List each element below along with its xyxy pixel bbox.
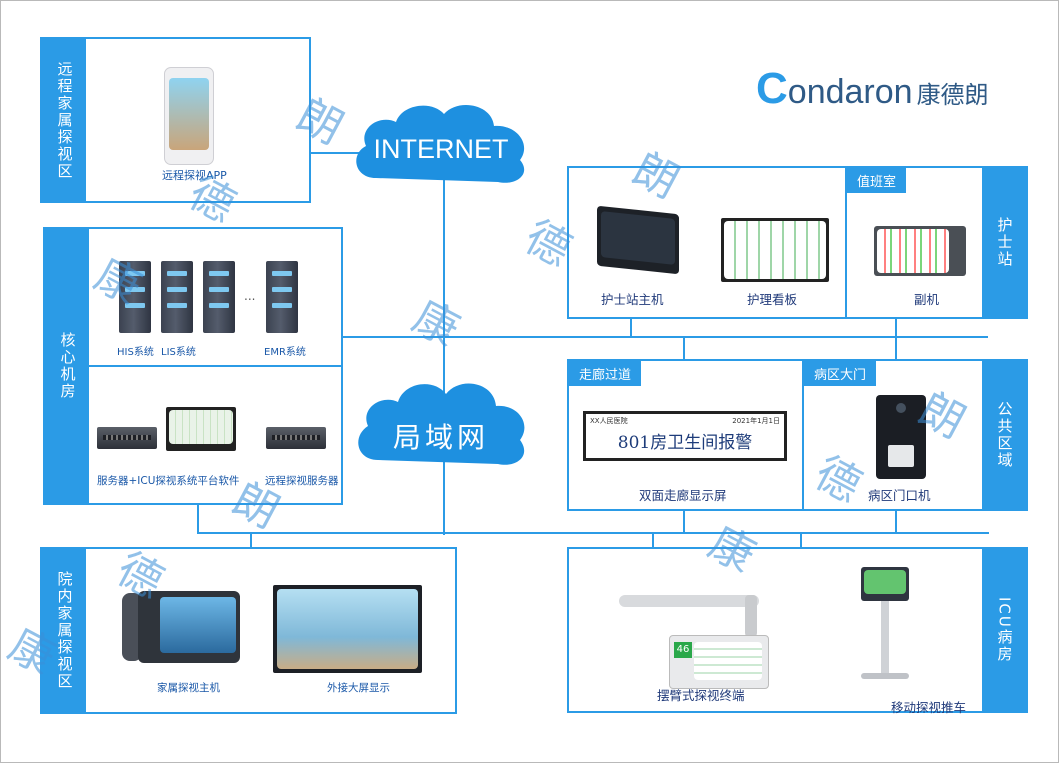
platform-caption: 服务器+ICU探视系统平台软件 — [97, 475, 240, 487]
connector-inhospital-up — [250, 532, 252, 550]
connector-nurse-right — [895, 318, 897, 338]
nurse-board-caption: 护理看板 — [747, 292, 798, 307]
emr-server-icon — [266, 261, 298, 333]
his-server-icon — [119, 261, 151, 333]
internet-cloud-icon — [356, 104, 525, 183]
connector-internet-vertical — [443, 170, 445, 535]
nurse-host-screen — [601, 211, 675, 265]
phone-screen — [169, 78, 209, 150]
remote-app-caption: 远程探视APP — [162, 169, 227, 182]
cart-caption: 移动探视推车 — [891, 700, 967, 715]
arm-terminal-screen — [694, 642, 762, 680]
led-display: XX人民医院 2021年1月1日 801房卫生间报警 — [583, 411, 787, 461]
connector-nurse-left — [630, 318, 632, 338]
bigscreen-display — [277, 589, 418, 669]
zone-public: 公共区域 走廊过道 病区大门 XX人民医院 2021年1月1日 801房卫生间报… — [567, 359, 1028, 511]
nurse-board-device — [721, 218, 829, 282]
duty-room-tag: 值班室 — [847, 168, 907, 193]
logo-initial: C — [756, 64, 788, 113]
extra-server-icon — [203, 261, 235, 333]
connector-public-down-left — [683, 510, 685, 534]
led-hospital-name: XX人民医院 — [590, 417, 628, 425]
swing-arm-icon — [619, 595, 759, 607]
lis-server-icon — [161, 261, 193, 333]
bigscreen-device — [273, 585, 422, 673]
connector-internet-to-remote — [310, 152, 360, 154]
family-host-caption: 家属探视主机 — [157, 682, 220, 694]
swing-arm-joint-icon — [745, 595, 757, 637]
connector-public-down-right — [895, 510, 897, 534]
cart-screen-device — [861, 567, 909, 601]
zone-remote: 远程家属探视区 远程探视APP — [40, 37, 311, 203]
cart-base-icon — [861, 673, 909, 679]
logo-name: ondaron — [787, 73, 913, 111]
zone-public-title: 公共区域 — [982, 361, 1026, 509]
zone-icu-title: ICU病房 — [982, 549, 1026, 711]
zone-nurse: 护士站 值班室 护士站主机 护理看板 副机 — [567, 166, 1028, 319]
remote-server-icon — [266, 427, 326, 449]
logo-cn: 康德朗 — [916, 82, 989, 109]
host-body — [138, 591, 240, 663]
remote-server-caption: 远程探视服务器 — [265, 475, 339, 487]
platform-monitor-screen — [169, 410, 233, 444]
lis-caption: LIS系统 — [161, 347, 196, 358]
zone-nurse-title: 护士站 — [982, 168, 1026, 317]
connector-public-right — [895, 336, 897, 360]
connector-lower — [197, 532, 989, 534]
sub-device-screen — [877, 229, 949, 273]
connector-icu-up-left — [652, 532, 654, 550]
core-divider — [89, 365, 341, 367]
lan-cloud-icon — [358, 383, 525, 465]
nurse-host-caption: 护士站主机 — [601, 292, 664, 307]
zone-core: 核心机房 ... HIS系统 LIS系统 EMR系统 服务器+ICU探视系统平台… — [43, 227, 343, 505]
connector-icu-up-right — [800, 532, 802, 550]
bigscreen-caption: 外接大屏显示 — [327, 682, 390, 694]
nurse-host-device — [597, 205, 679, 275]
platform-monitor-icon — [166, 407, 236, 451]
gate-camera-icon — [896, 403, 906, 413]
family-host-device — [122, 587, 240, 667]
lan-label: 局域网 — [392, 422, 489, 453]
public-divider — [802, 361, 804, 509]
emr-caption: EMR系统 — [264, 347, 306, 358]
platform-server-icon — [97, 427, 157, 449]
his-caption: HIS系统 — [117, 347, 154, 358]
gate-caption: 病区门口机 — [868, 488, 931, 503]
sub-device — [874, 226, 966, 276]
cart-screen — [864, 570, 906, 594]
arm-terminal-caption: 摆臂式探视终端 — [657, 688, 745, 703]
cart-pole-icon — [881, 601, 889, 673]
zone-inhospital-title: 院内家属探视区 — [42, 549, 86, 712]
connector-core-right — [342, 336, 988, 338]
led-date: 2021年1月1日 — [732, 417, 780, 425]
nurse-board-screen — [724, 221, 826, 279]
zone-inhospital: 院内家属探视区 家属探视主机 外接大屏显示 — [40, 547, 457, 714]
led-message: 801房卫生间报警 — [617, 433, 753, 453]
gate-panel-icon — [888, 445, 914, 467]
gate-device — [876, 395, 926, 479]
corridor-tag: 走廊过道 — [569, 361, 642, 386]
sub-device-caption: 副机 — [914, 292, 940, 307]
host-screen — [160, 597, 236, 653]
nurse-divider — [845, 168, 847, 317]
handset-icon — [122, 593, 142, 661]
connector-public-left — [683, 336, 685, 360]
ellipsis-label: ... — [244, 289, 256, 303]
arm-terminal-device: 46 — [669, 635, 769, 689]
arm-terminal-number: 46 — [674, 642, 692, 658]
phone-device — [164, 67, 214, 165]
zone-icu: ICU病房 46 摆臂式探视终端 移动探视推车 — [567, 547, 1028, 715]
gate-tag: 病区大门 — [804, 361, 877, 386]
corridor-caption: 双面走廊显示屏 — [639, 488, 727, 503]
zone-core-title: 核心机房 — [45, 229, 89, 503]
connector-core-down — [197, 503, 199, 534]
zone-remote-title: 远程家属探视区 — [42, 39, 86, 201]
internet-label: INTERNET — [373, 134, 509, 164]
